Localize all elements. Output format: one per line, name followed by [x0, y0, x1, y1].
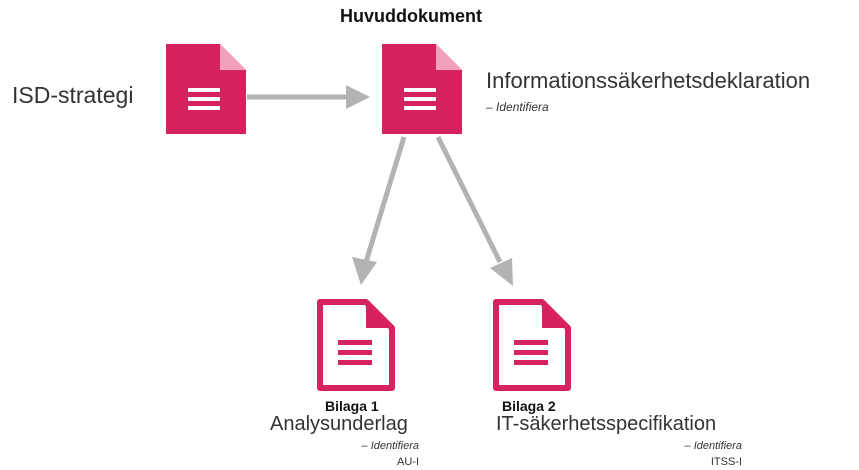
arrow-strategy-to-main-head — [346, 85, 370, 109]
main-document-title: Informationssäkerhetsdeklaration — [486, 68, 811, 93]
appendix2-title: IT-säkerhetsspecifikation — [496, 413, 717, 435]
arrow-main-to-appendix1-head — [352, 257, 377, 285]
appendix2-document-icon[interactable] — [492, 298, 572, 392]
appendix1-code: AU-I — [397, 456, 419, 468]
document-outline-icon — [317, 299, 395, 391]
document-outline-icon — [493, 299, 571, 391]
appendix1-heading: Bilaga 1 — [325, 398, 379, 414]
document-icon — [166, 44, 246, 134]
main-document-icon[interactable] — [382, 44, 462, 134]
appendix1-title: Analysunderlag — [270, 413, 408, 435]
appendix1-document-icon[interactable] — [316, 298, 396, 392]
document-icon — [382, 44, 462, 134]
main-document-heading: Huvuddokument — [340, 6, 482, 26]
appendix2-heading: Bilaga 2 — [502, 398, 556, 414]
appendix2-subtitle: – Identifiera — [684, 440, 742, 452]
appendix2-code: ITSS-I — [710, 456, 742, 468]
strategy-label: ISD-strategi — [12, 82, 134, 108]
arrow-main-to-appendix2-head — [490, 258, 513, 286]
arrow-main-to-appendix1 — [363, 136, 407, 263]
arrow-main-to-appendix2 — [435, 135, 503, 264]
main-document-subtitle: – Identifiera — [486, 100, 549, 114]
strategy-document-icon[interactable] — [166, 44, 246, 134]
appendix1-subtitle: – Identifiera — [361, 440, 419, 452]
